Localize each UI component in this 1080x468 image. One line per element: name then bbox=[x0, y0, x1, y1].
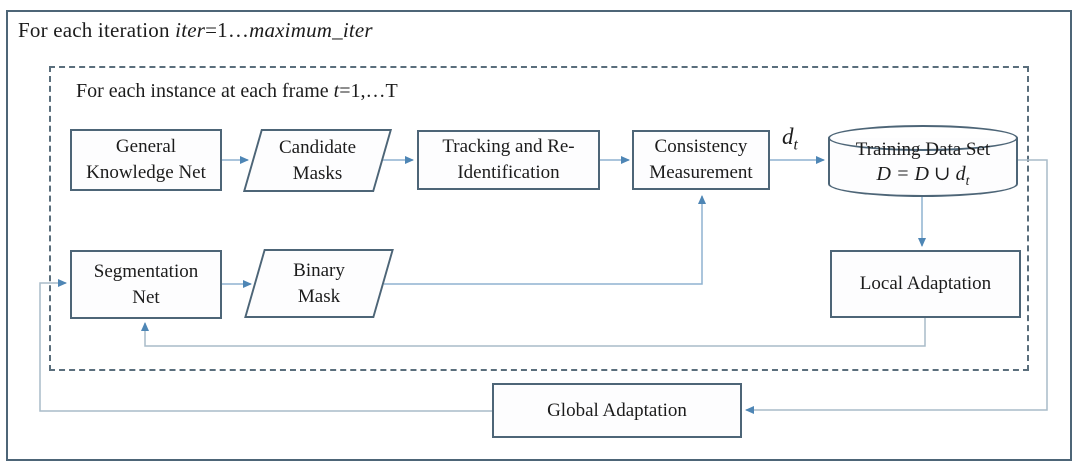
frame-range: =1,…T bbox=[339, 80, 398, 102]
iteration-loop-label: For each iteration iter=1…maximum_iter bbox=[18, 18, 373, 43]
global-adaptation-node: Global Adaptation bbox=[492, 383, 742, 438]
iteration-var: iter bbox=[175, 18, 206, 42]
frame-var: t bbox=[333, 80, 340, 102]
formula-body: D = D ∪ d bbox=[876, 163, 966, 185]
tracking-reidentification-node: Tracking and Re- Identification bbox=[417, 130, 600, 190]
node-label-line: Global Adaptation bbox=[547, 399, 687, 421]
iteration-label-prefix: For each iteration bbox=[18, 18, 176, 42]
candidate-masks-node: Candidate Masks bbox=[242, 129, 393, 192]
frame-loop-box bbox=[49, 66, 1029, 371]
node-label-line: Segmentation bbox=[93, 260, 199, 282]
iteration-loop-box bbox=[6, 10, 1072, 461]
node-label-line: Mask bbox=[297, 285, 341, 307]
node-label-line: Net bbox=[132, 286, 160, 308]
segmentation-net-node: Segmentation Net bbox=[70, 250, 222, 319]
consistency-measurement-node: Consistency Measurement bbox=[632, 130, 770, 190]
node-label-line: Knowledge Net bbox=[86, 162, 206, 183]
training-data-set-title: Training Data Set bbox=[855, 139, 991, 160]
training-data-set-node: Training Data Set D = D ∪ dt bbox=[828, 125, 1018, 197]
frame-label-prefix: For each instance at each frame bbox=[76, 80, 334, 102]
frame-loop-label: For each instance at each frame t=1,…T bbox=[76, 80, 398, 103]
iteration-max-var: maximum_iter bbox=[249, 18, 373, 42]
node-label-line: Measurement bbox=[649, 162, 753, 183]
node-label-line: Consistency bbox=[654, 136, 748, 157]
node-label-line: Binary bbox=[293, 259, 345, 281]
node-label-line: Identification bbox=[457, 162, 560, 183]
formula-subscript: t bbox=[965, 173, 970, 188]
training-data-set-text: Training Data Set D = D ∪ dt bbox=[828, 138, 1018, 193]
node-label-line: Local Adaptation bbox=[859, 273, 992, 294]
dt-subscript: t bbox=[793, 136, 798, 154]
training-data-set-formula: D = D ∪ dt bbox=[828, 162, 1018, 193]
binary-mask-node: Binary Mask bbox=[244, 249, 394, 318]
dt-symbol: d bbox=[782, 124, 794, 149]
cylinder-lid bbox=[828, 125, 1018, 151]
general-knowledge-net-node: General Knowledge Net bbox=[70, 129, 222, 191]
node-label-line: General bbox=[115, 136, 177, 157]
node-label-line: Masks bbox=[292, 162, 343, 184]
iteration-eq: =1… bbox=[205, 18, 250, 42]
dt-edge-label: dt bbox=[782, 124, 798, 155]
node-label-line: Tracking and Re- bbox=[442, 136, 575, 157]
local-adaptation-node: Local Adaptation bbox=[830, 250, 1021, 318]
node-label-line: Candidate bbox=[278, 136, 357, 158]
